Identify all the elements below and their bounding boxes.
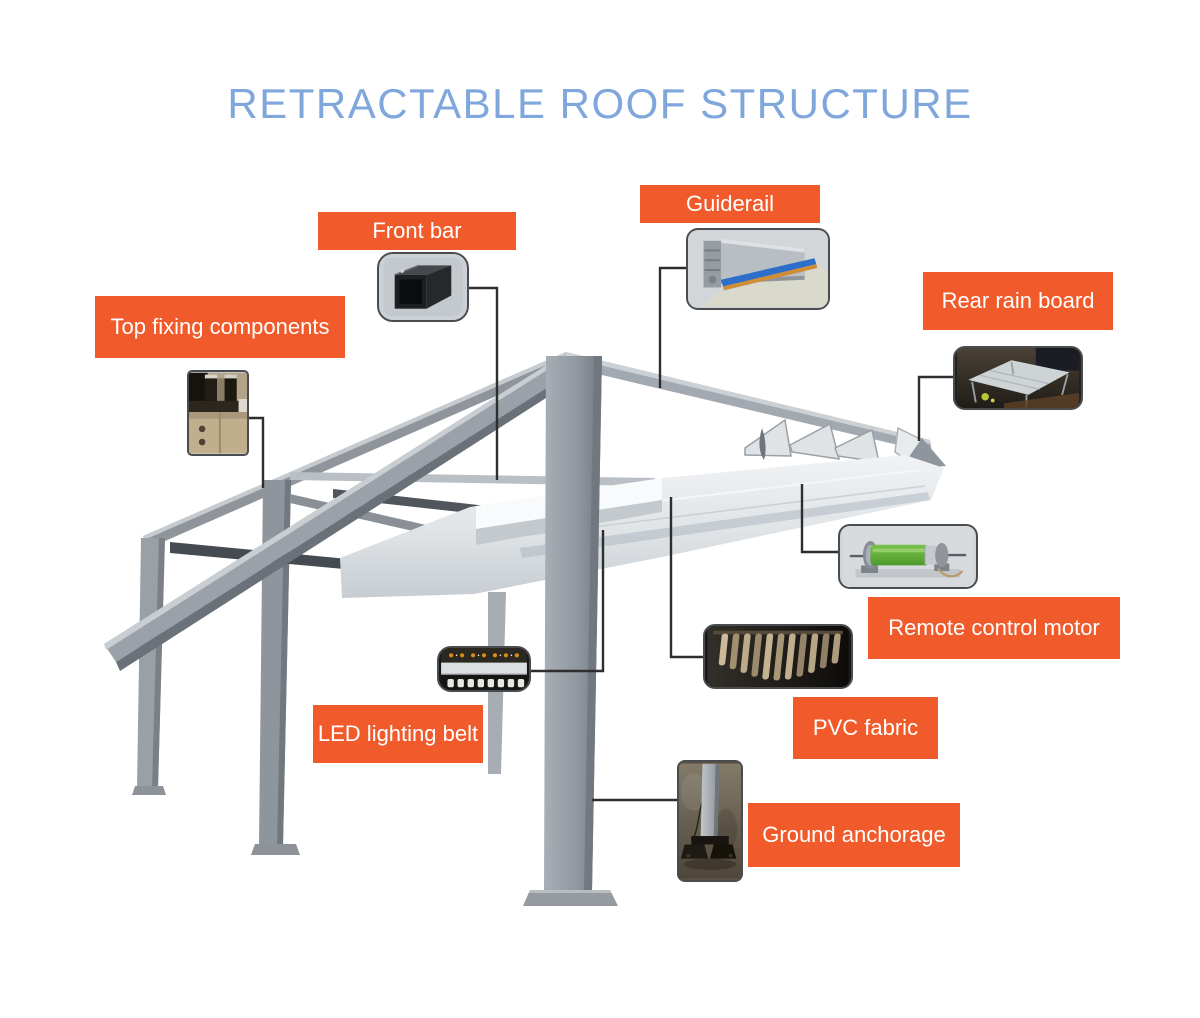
label-front-bar: Front bar — [318, 212, 516, 250]
remote-control-motor-photo — [838, 524, 978, 589]
front-bar-photo — [377, 252, 469, 322]
pvc-fabric-photo — [703, 624, 853, 689]
rear-rain-board-graphic — [957, 348, 1079, 408]
pvc-fabric-graphic — [707, 626, 849, 687]
label-pvc-fabric: PVC fabric — [793, 697, 938, 759]
ground-anchorage-graphic — [679, 763, 741, 879]
right-roof-edge — [566, 352, 946, 470]
remote-control-motor-graphic — [842, 526, 974, 587]
front-left-beam — [104, 354, 582, 671]
leader-lines — [248, 266, 953, 802]
label-remote-control-motor: Remote control motor — [868, 597, 1120, 659]
top-fixing-leader-line — [248, 416, 265, 488]
front-post — [523, 356, 618, 906]
guiderail-profile-graphic — [688, 231, 828, 307]
label-rear-rain-board: Rear rain board — [923, 272, 1113, 330]
guiderail-photo — [686, 228, 830, 310]
pergola-structure — [104, 352, 946, 906]
rear-posts — [132, 480, 506, 855]
rear-rain-board-photo — [953, 346, 1083, 410]
label-top-fixing-components: Top fixing components — [95, 296, 345, 358]
front-bar-profile-graphic — [379, 254, 467, 320]
front-bar-leader-line — [467, 286, 499, 480]
motor-leader-line — [800, 484, 838, 554]
rear-rain-leader-line — [917, 375, 953, 441]
diagram-title: RETRACTABLE ROOF STRUCTURE — [227, 80, 973, 127]
led-lighting-belt-graphic — [441, 648, 527, 690]
led-lighting-belt-photo — [437, 646, 531, 692]
label-led-lighting-belt: LED lighting belt — [313, 705, 483, 763]
pvc-fabric-leader-line — [669, 497, 703, 659]
label-guiderail: Guiderail — [640, 185, 820, 223]
top-fixing-components-graphic — [189, 372, 247, 454]
label-ground-anchorage: Ground anchorage — [748, 803, 960, 867]
ground-anchorage-photo — [677, 760, 743, 882]
top-fixing-components-photo — [187, 370, 249, 456]
guiderail-leader-line — [658, 266, 686, 388]
rear-eave-beam — [143, 352, 574, 548]
led-belt-leader-line — [530, 530, 605, 673]
